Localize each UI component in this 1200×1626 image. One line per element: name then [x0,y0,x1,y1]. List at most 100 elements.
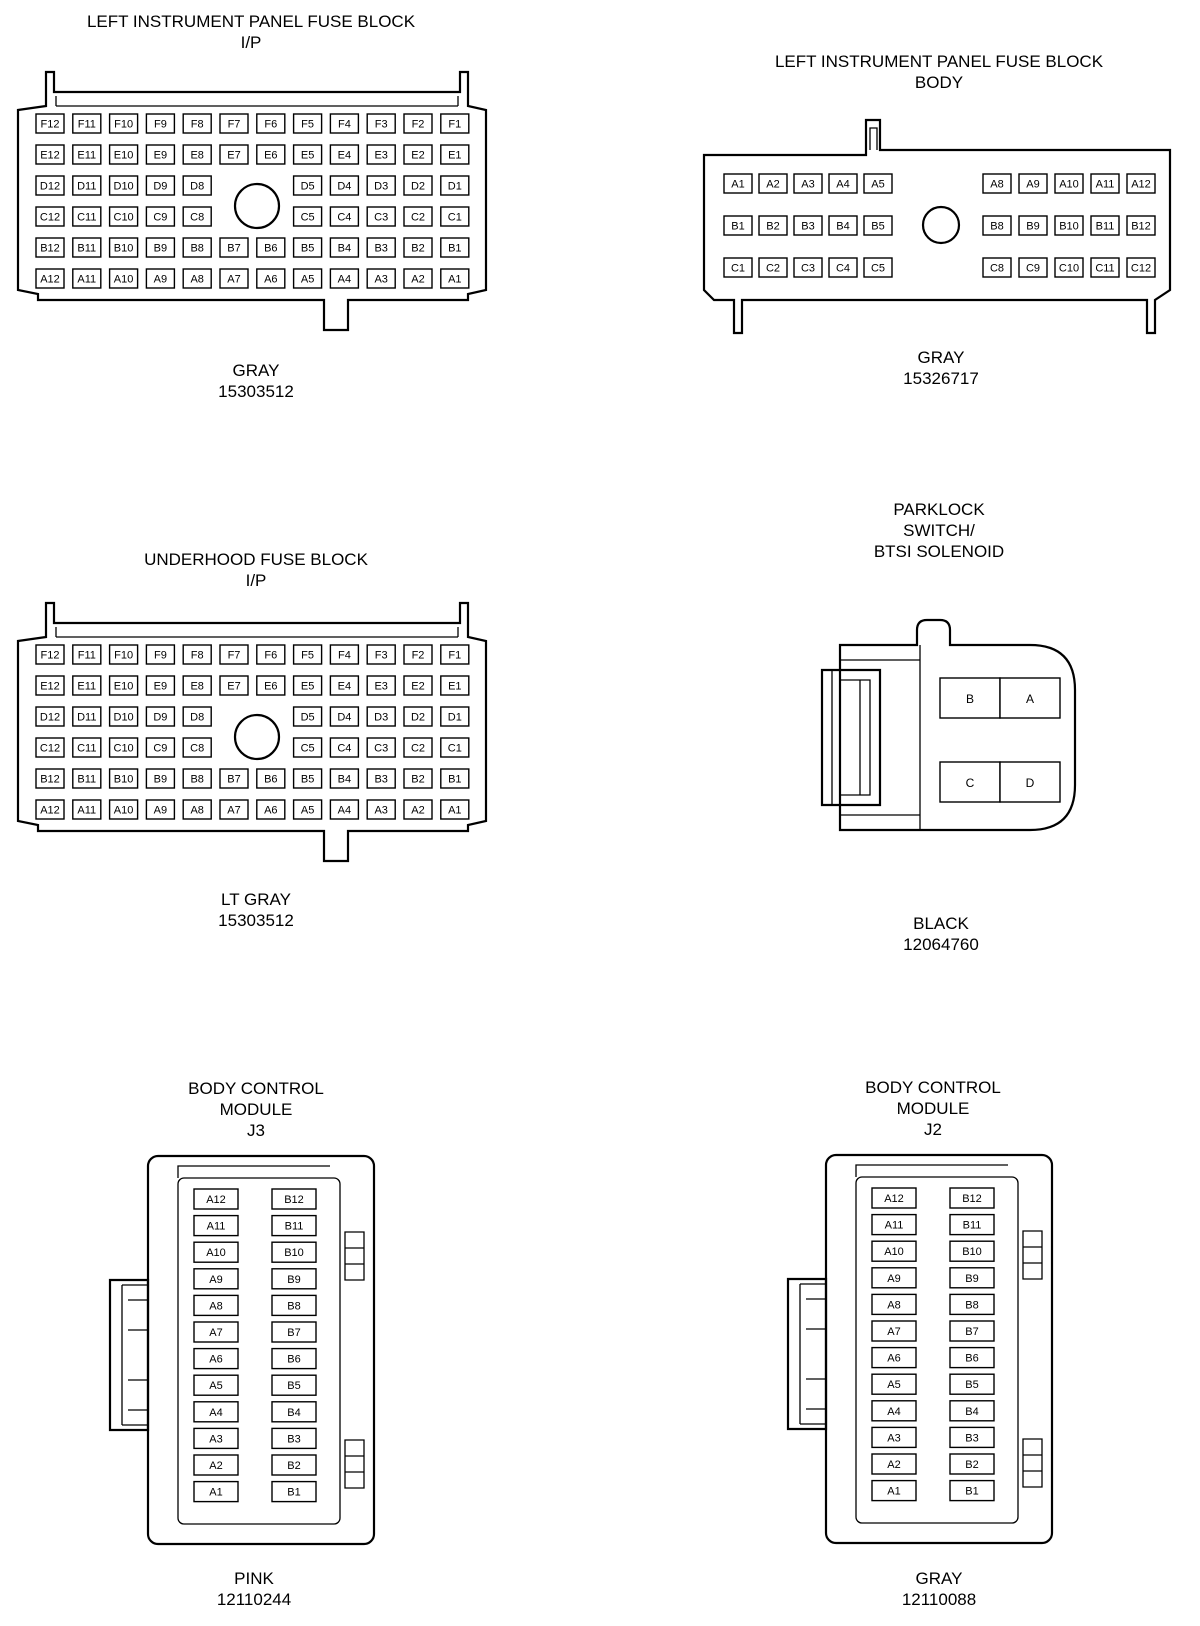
pin-cavity-d9: D9 [145,175,176,196]
pin-label: D3 [374,181,388,193]
pin-label: A3 [887,1432,900,1444]
pin-label: E10 [114,681,134,693]
pin-box [193,1401,239,1423]
pin-cavity-c5: C5 [292,206,323,227]
pin-box [1090,173,1120,194]
pin-box [366,644,396,665]
pin-label: A10 [114,805,134,817]
pin-label: C [966,776,975,790]
pin-box [193,1454,239,1476]
pin-box [440,237,470,258]
pin-box [999,677,1061,719]
pin-label: A10 [206,1247,226,1259]
pin-box [949,1187,995,1209]
pin-cavity-a3: A3 [871,1426,917,1449]
pin-label: B4 [338,774,351,786]
pin-cavity-b: B [939,677,1001,719]
pin-label: A1 [209,1487,222,1499]
pin-label: E2 [411,150,424,162]
pin-label: B12 [962,1193,982,1205]
pin-cavity-f3: F3 [366,113,396,134]
pin-cavity-d: D [999,761,1061,803]
pin-label: B10 [284,1247,304,1259]
pin-box [329,237,360,258]
pin-label: E10 [114,150,134,162]
pin-cavity-c12: C12 [35,206,65,227]
pin-box [72,737,102,758]
pin-cavity-f4: F4 [329,644,360,665]
pin-label: B5 [871,221,884,233]
pin-box [403,706,433,727]
pin-box [182,706,212,727]
pin-label: A12 [40,805,60,817]
bcm-j3-title-line3: J3 [247,1121,265,1140]
pin-label: B6 [287,1354,300,1366]
pin-box [440,268,470,289]
pin-cavity-a8: A8 [193,1294,239,1317]
pin-label: E6 [264,150,277,162]
pin-box [292,206,323,227]
pin-box [871,1320,917,1342]
pin-cavity-f6: F6 [256,113,286,134]
pin-cavity-b4: B4 [271,1401,317,1423]
pin-box [271,1427,317,1450]
pin-box [271,1294,317,1317]
pin-cavity-d3: D3 [366,175,396,196]
pin-label: F5 [301,650,314,662]
pin-label: B2 [287,1460,300,1472]
pin-label: B10 [114,774,134,786]
pin-box [329,675,360,696]
pin-label: C11 [1095,263,1114,275]
pin-label: A7 [209,1327,222,1339]
lip-body-title-line2: BODY [915,73,963,92]
pin-cavity-c9: C9 [145,737,176,758]
pin-box [723,173,753,194]
pin-cavity-a4: A4 [871,1400,917,1422]
pin-label: A9 [209,1274,222,1286]
pin-cavity-a2: A2 [403,268,433,289]
pin-label: C1 [448,743,462,755]
pin-label: B2 [411,774,424,786]
bcm-j3-title-line1: BODY CONTROL [188,1079,324,1098]
pin-box [35,113,65,134]
pin-label: A11 [77,274,96,286]
pin-label: E7 [227,150,240,162]
pin-label: B11 [963,1220,982,1232]
pin-cavity-d10: D10 [108,175,139,196]
pin-box [35,644,65,665]
pin-box [35,237,65,258]
pin-box [793,173,823,194]
pin-label: B4 [836,221,849,233]
pin-cavity-a2: A2 [193,1454,239,1476]
bcm-j2-title-line1: BODY CONTROL [865,1078,1001,1097]
pin-label: B9 [154,243,167,255]
pin-label: B10 [1059,221,1079,233]
pin-label: C12 [40,212,60,224]
pin-box [145,268,176,289]
pin-cavity-c3: C3 [366,206,396,227]
pin-box [35,206,65,227]
pin-cavity-e12: E12 [35,675,65,696]
pin-cavity-e7: E7 [219,144,249,165]
pin-cavity-a4: A4 [828,173,858,194]
pin-box [182,206,212,227]
pin-box [292,144,323,165]
pin-label: E9 [154,681,167,693]
pin-cavity-b1: B1 [271,1480,317,1503]
pin-cavity-b11: B11 [72,237,102,258]
pin-label: C12 [40,743,60,755]
pin-box [949,1373,995,1395]
parklock-title-line3: BTSI SOLENOID [874,542,1004,561]
pin-box [145,113,176,134]
bcm-j3-color: PINK [234,1569,274,1588]
pin-cavity-a11: A11 [1090,173,1120,194]
pin-cavity-e12: E12 [35,144,65,165]
pin-cavity-a4: A4 [329,799,360,820]
pin-cavity-b12: B12 [35,768,65,789]
pin-label: B1 [448,243,461,255]
underhood-center-hole [233,713,281,761]
pin-label: B6 [264,243,277,255]
pin-cavity-d8: D8 [182,175,212,196]
pin-box [72,175,102,196]
